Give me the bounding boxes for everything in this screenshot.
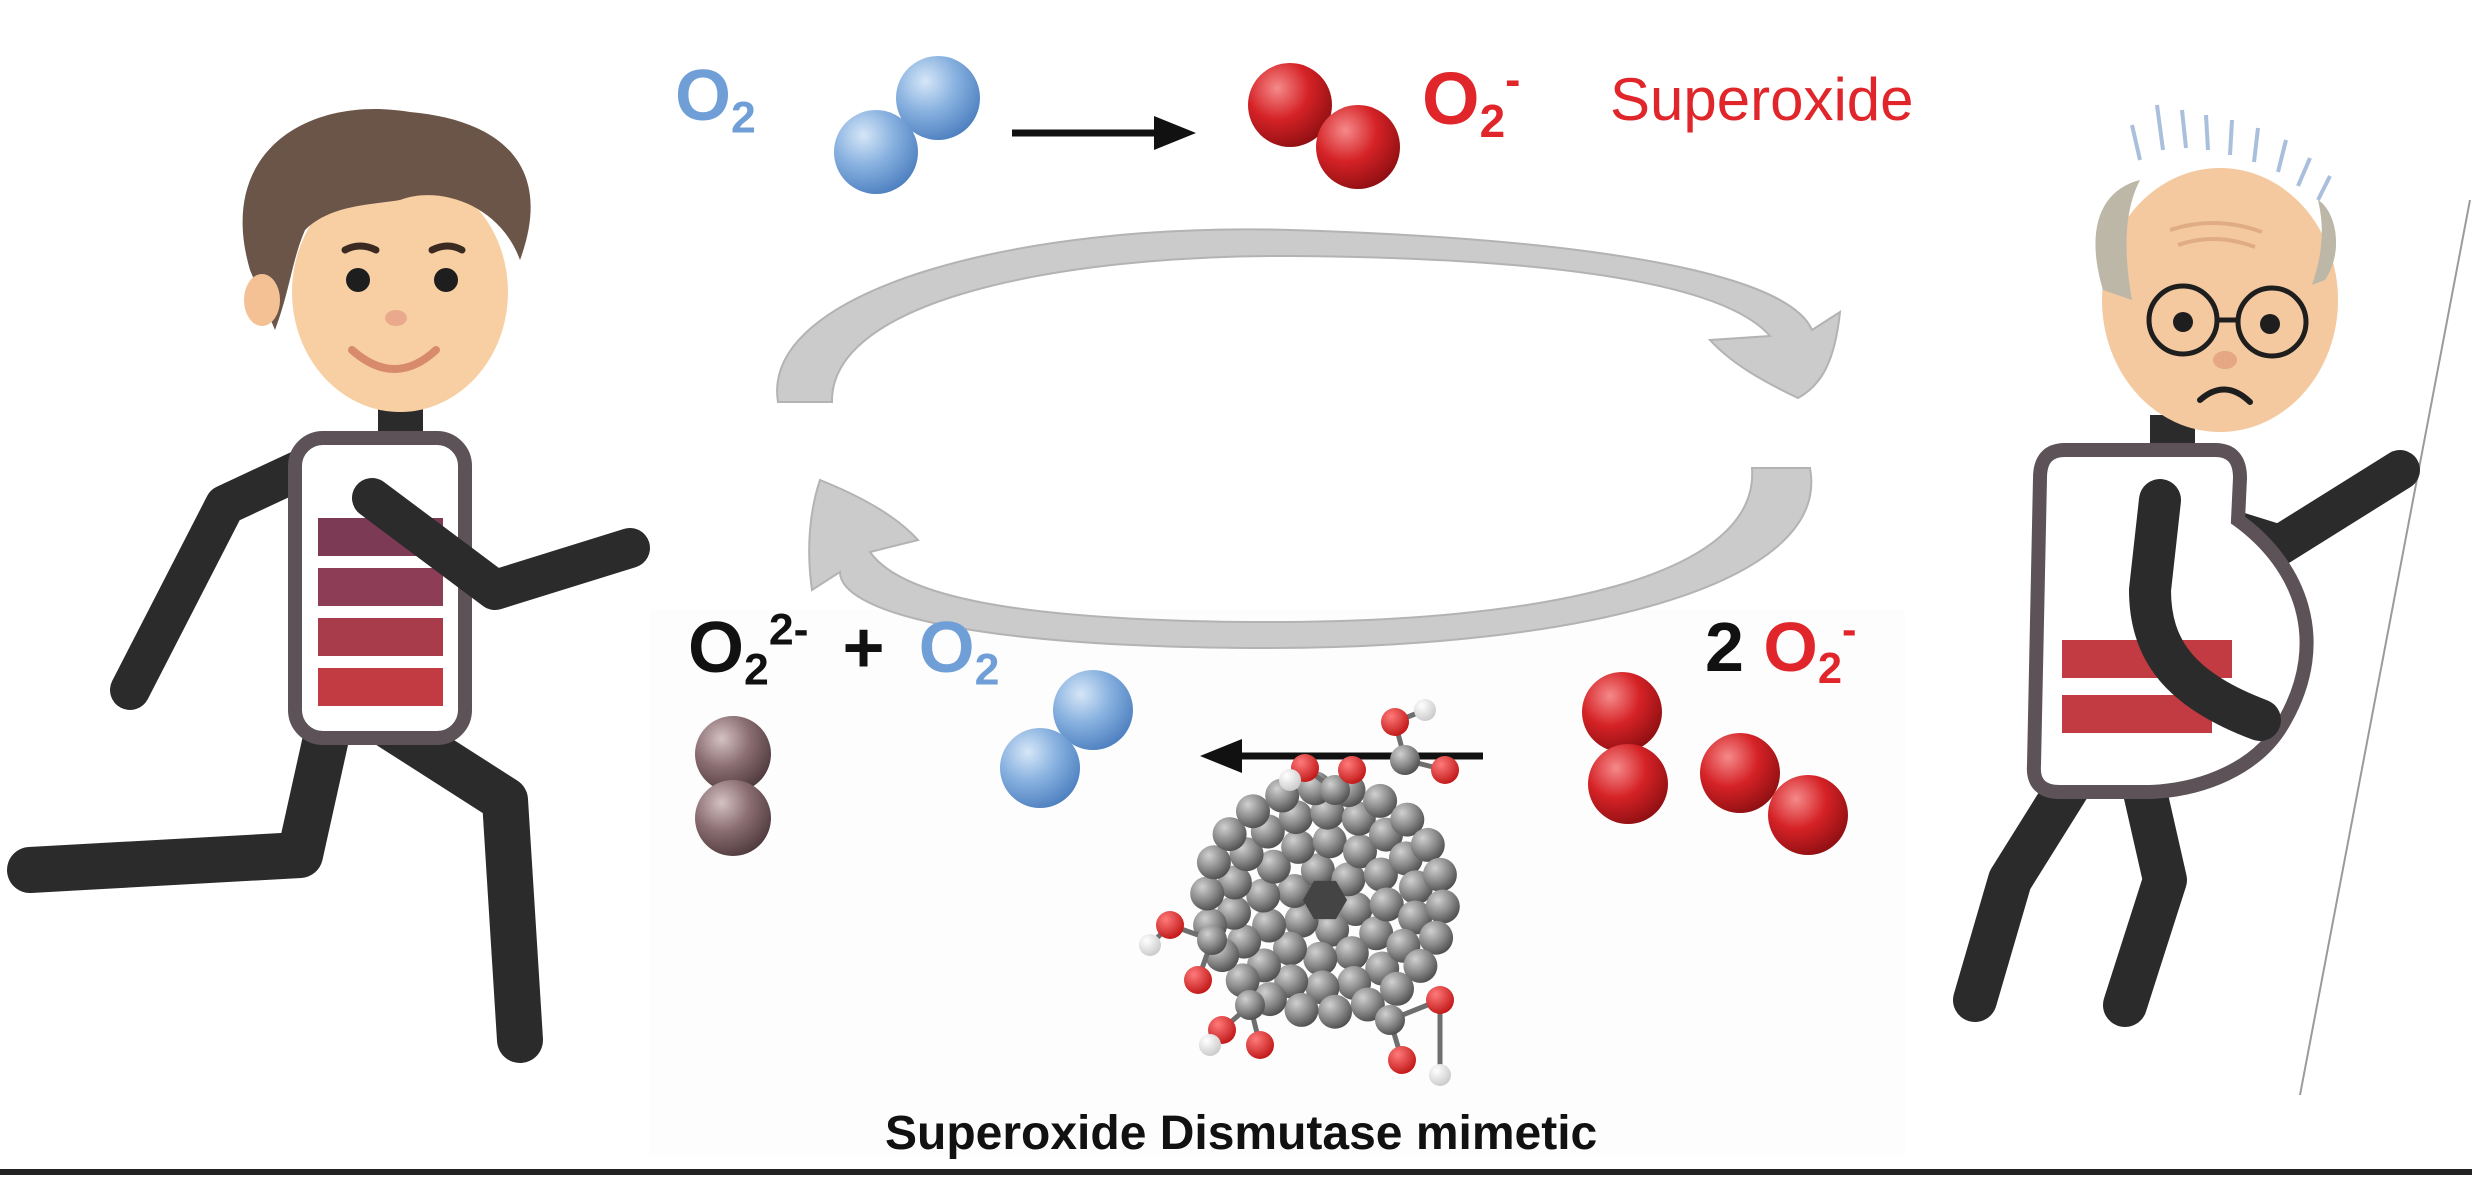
two-superoxide-formula: 2 O2- bbox=[1705, 606, 1857, 694]
carbon-atom bbox=[1350, 987, 1385, 1022]
carbon-atom bbox=[1273, 931, 1307, 966]
carbon-atom bbox=[1369, 887, 1404, 922]
battery-bar bbox=[318, 618, 443, 656]
oxygen-atom bbox=[1381, 708, 1409, 736]
carbon-atom bbox=[1380, 971, 1414, 1006]
hydrogen-atom bbox=[1279, 769, 1301, 791]
carboxyl-carbon bbox=[1375, 1005, 1405, 1035]
carboxyl-groups bbox=[1139, 699, 1459, 1086]
oxygen-atom bbox=[1338, 756, 1366, 784]
carbon-atom bbox=[1284, 992, 1319, 1027]
cycle-arrow-lower bbox=[808, 467, 1813, 650]
cage-center-hole bbox=[1303, 880, 1347, 920]
oxygen-atom bbox=[1156, 911, 1184, 939]
panel-edge-line bbox=[2299, 199, 2471, 1096]
caption: Superoxide Dismutase mimetic bbox=[885, 1107, 1598, 1160]
elderly-man-character bbox=[1953, 104, 2420, 1027]
superoxide-molecule-top bbox=[1248, 63, 1400, 189]
o2-molecule-bottom bbox=[1000, 670, 1133, 808]
carbon-atom bbox=[1398, 900, 1433, 935]
oxygen-atom bbox=[1388, 1046, 1416, 1074]
carbon-atom bbox=[1363, 857, 1398, 892]
young-runner-character bbox=[7, 108, 650, 1063]
elderly-head bbox=[2095, 168, 2338, 432]
oxygen-atom bbox=[1431, 756, 1459, 784]
worry-lines-icon bbox=[2130, 104, 2332, 201]
carbon-atom bbox=[1300, 853, 1335, 888]
carbon-atom bbox=[1315, 912, 1350, 947]
carbon-atom bbox=[1217, 865, 1252, 900]
superoxide-molecule-bottom-1 bbox=[1582, 672, 1668, 824]
o2-label-top: O2 bbox=[675, 56, 756, 143]
carbon-atom bbox=[1190, 876, 1225, 911]
carbon-atom bbox=[1277, 874, 1312, 908]
carbon-atom bbox=[1256, 849, 1291, 884]
hydrogen-atom bbox=[1429, 1064, 1451, 1086]
carbon-atom bbox=[1318, 994, 1352, 1029]
carbon-atom bbox=[1425, 889, 1460, 924]
carboxyl-carbon bbox=[1390, 745, 1420, 775]
battery-bar bbox=[318, 568, 443, 606]
cycle-arrow-upper bbox=[776, 228, 1842, 403]
superoxide-formula-top: O2- bbox=[1422, 53, 1521, 147]
carbon-atom bbox=[1419, 920, 1454, 955]
reaction-arrow-reverse bbox=[1200, 739, 1483, 773]
products-formula: O22- + O2 bbox=[688, 605, 1000, 695]
carbon-atom bbox=[1303, 941, 1338, 976]
carboxyl-carbon bbox=[1320, 775, 1350, 805]
oxygen-atom bbox=[1246, 1031, 1274, 1059]
fullerene-carbon-cage bbox=[1190, 771, 1460, 1029]
runner-head bbox=[242, 108, 531, 412]
oxygen-atom bbox=[1184, 966, 1212, 994]
hydrogen-atom bbox=[1414, 699, 1436, 721]
carbon-atom bbox=[1331, 862, 1366, 897]
carbon-atom bbox=[1422, 857, 1457, 892]
o2-molecule-top bbox=[834, 56, 980, 194]
carbon-atom bbox=[1246, 878, 1281, 913]
carboxyl-carbon bbox=[1197, 925, 1227, 955]
oxygen-atom bbox=[1426, 986, 1454, 1014]
carbon-atom bbox=[1338, 892, 1373, 926]
carbon-atom bbox=[1359, 916, 1394, 951]
carbon-atom bbox=[1363, 783, 1398, 818]
carbon-atom bbox=[1212, 817, 1247, 852]
superoxide-label: Superoxide bbox=[1610, 66, 1914, 133]
hydrogen-atom bbox=[1199, 1034, 1221, 1056]
carbon-atom bbox=[1312, 824, 1347, 859]
carbon-atom bbox=[1410, 827, 1445, 862]
carbon-atom bbox=[1196, 845, 1231, 880]
battery-bar bbox=[318, 668, 443, 706]
carbon-atom bbox=[1403, 948, 1438, 983]
carbon-atom bbox=[1390, 802, 1425, 837]
fullerene-sod-mimetic bbox=[1139, 699, 1460, 1086]
carbon-atom bbox=[1281, 829, 1316, 864]
carbon-atom bbox=[1343, 834, 1377, 869]
carbon-atom bbox=[1334, 936, 1369, 971]
reaction-arrow-forward bbox=[1012, 116, 1196, 150]
carbon-atom bbox=[1225, 963, 1260, 998]
carbon-atom bbox=[1284, 903, 1319, 938]
hydrogen-atom bbox=[1139, 934, 1161, 956]
superoxide-molecule-bottom-2 bbox=[1700, 733, 1848, 855]
carboxyl-carbon bbox=[1235, 990, 1265, 1020]
peroxide-molecule bbox=[695, 716, 771, 856]
carbon-atom bbox=[1236, 794, 1270, 829]
carbon-atom bbox=[1252, 908, 1287, 943]
